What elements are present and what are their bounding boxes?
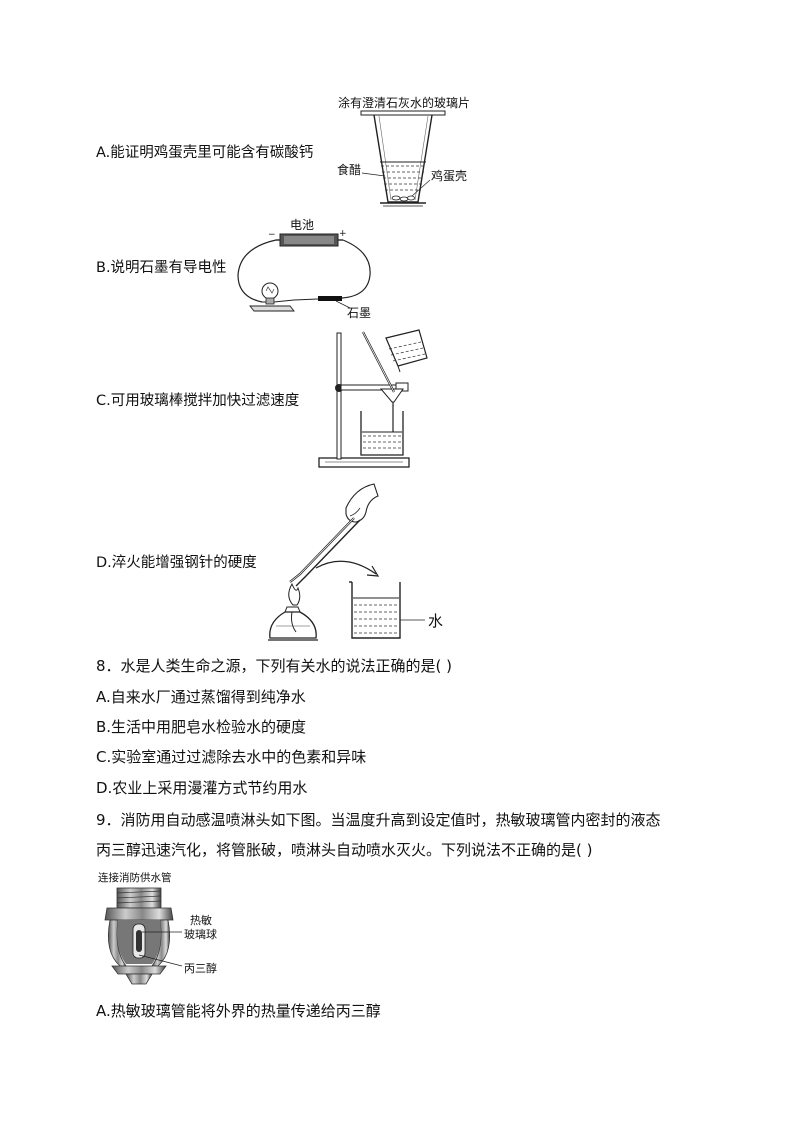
label-plus: + — [339, 229, 347, 239]
figure-a-caption: 涂有澄清石灰水的玻璃片 — [338, 96, 471, 110]
label-vinegar: 食醋 — [337, 163, 362, 177]
label-eggshell: 鸡蛋壳 — [431, 169, 468, 183]
label-water: 水 — [428, 612, 444, 630]
label-graphite: 石墨 — [347, 306, 372, 320]
q8-option-b: B.生活中用肥皂水检验水的硬度 — [96, 718, 307, 736]
label-battery: 电池 — [290, 218, 315, 232]
label-glycerol: 丙三醇 — [184, 962, 217, 975]
option-d-text: D.淬火能增强钢针的硬度 — [96, 555, 257, 571]
figure-q9-caption: 连接消防供水管 — [98, 872, 172, 884]
q9-stem-line1: 9．消防用自动感温喷淋头如下图。当温度升高到设定值时，热敏玻璃管内密封的液态 — [96, 811, 661, 829]
q8-option-d: D.农业上采用漫灌方式节约用水 — [96, 779, 308, 797]
q8-option-a: A.自来水厂通过蒸馏得到纯净水 — [96, 688, 306, 706]
q8-stem: 8．水是人类生命之源，下列有关水的说法正确的是( ) — [96, 657, 453, 675]
label-heat-sensitive: 热敏 — [190, 914, 212, 927]
option-b-text: B.说明石墨有导电性 — [96, 260, 227, 276]
option-c-text: C.可用玻璃棒搅拌加快过滤速度 — [96, 393, 300, 409]
label-glass-bulb: 玻璃球 — [184, 928, 217, 941]
option-a-text: A.能证明鸡蛋壳里可能含有碳酸钙 — [96, 145, 314, 161]
q9-option-a: A.热敏玻璃管能将外界的热量传递给丙三醇 — [96, 1002, 381, 1020]
label-minus: − — [268, 230, 276, 240]
q8-option-c: C.实验室通过过滤除去水中的色素和异味 — [96, 748, 367, 766]
q9-stem-line2: 丙三醇迅速汽化，将管胀破，喷淋头自动喷水灭火。下列说法不正确的是( ) — [96, 841, 593, 859]
